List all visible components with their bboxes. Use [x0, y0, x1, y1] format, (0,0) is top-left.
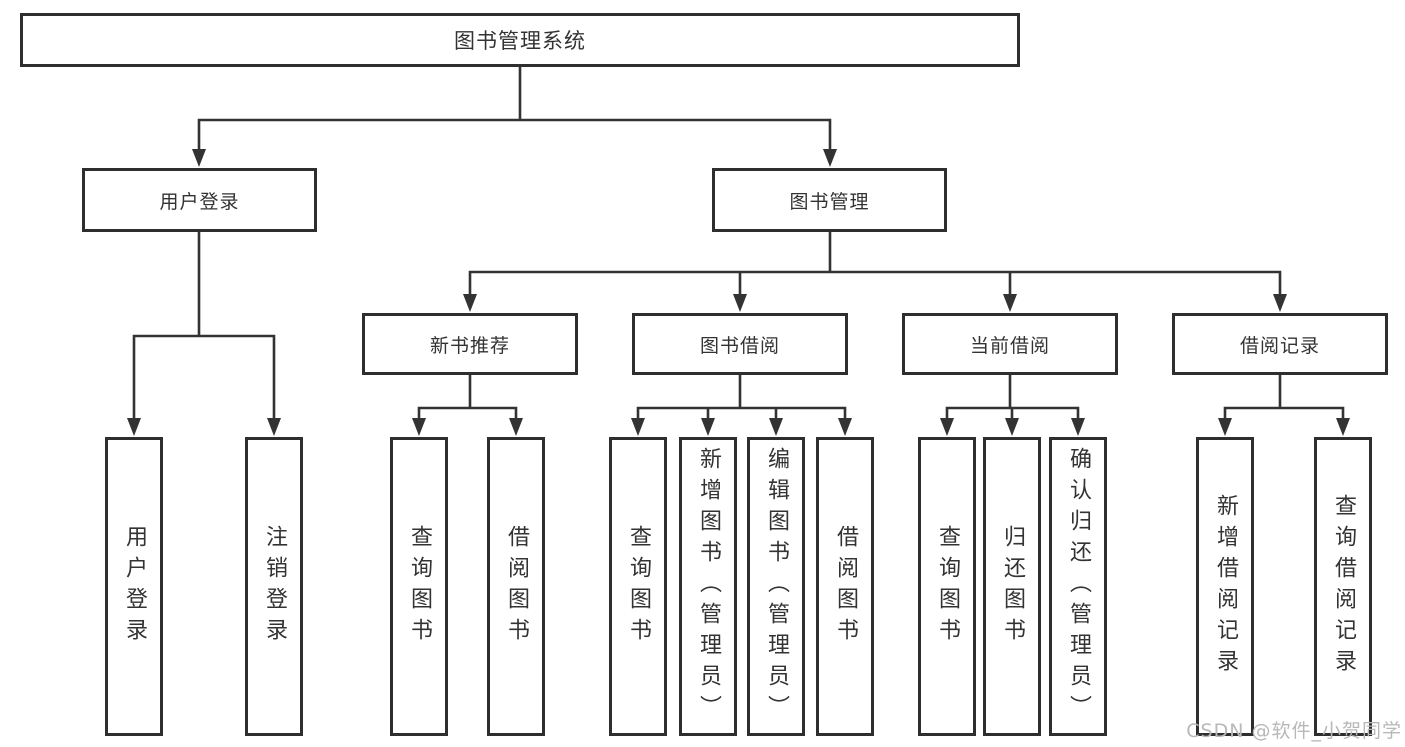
node-label: 图书管理 [789, 190, 870, 213]
node-new-book-recommendation: 新书推荐 [362, 313, 578, 375]
leaf-add-book-admin: 新增图书（管理员） [679, 437, 737, 736]
leaf-query-books-current: 查询图书 [918, 437, 976, 736]
node-label: 当前借阅 [969, 334, 1050, 357]
node-label: 注销登录 [262, 524, 287, 649]
node-borrowing-records: 借阅记录 [1172, 313, 1388, 375]
node-user-login: 用户登录 [82, 168, 317, 232]
node-label: 图书管理系统 [454, 29, 586, 53]
node-label: 新增借阅记录 [1213, 493, 1238, 680]
leaf-logout: 注销登录 [245, 437, 303, 736]
leaf-query-borrow-record: 查询借阅记录 [1314, 437, 1372, 736]
arrowhead-icons [127, 149, 1350, 436]
csdn-watermark: CSDN @软件_小贺同学 [1186, 720, 1402, 742]
node-label: 新增图书（管理员） [696, 447, 721, 726]
node-label: 查询图书 [935, 524, 960, 649]
leaf-borrow-books: 借阅图书 [816, 437, 874, 736]
node-label: 编辑图书（管理员） [764, 447, 789, 726]
node-label: 图书借阅 [699, 334, 780, 357]
node-label: 确认归还（管理员） [1066, 447, 1091, 726]
node-current-borrowing: 当前借阅 [902, 313, 1118, 375]
node-label: 查询借阅记录 [1331, 493, 1356, 680]
leaf-query-books-borrow: 查询图书 [609, 437, 667, 736]
leaf-query-books-recommend: 查询图书 [390, 437, 448, 736]
node-label: 新书推荐 [429, 334, 510, 357]
node-label: 查询图书 [626, 524, 651, 649]
node-label: 用户登录 [159, 190, 240, 213]
node-label: 用户登录 [122, 524, 147, 649]
leaf-edit-book-admin: 编辑图书（管理员） [747, 437, 805, 736]
node-label: 借阅图书 [504, 524, 529, 649]
node-label: 借阅记录 [1239, 334, 1320, 357]
leaf-add-borrow-record: 新增借阅记录 [1196, 437, 1254, 736]
leaf-user-login: 用户登录 [105, 437, 163, 736]
node-label: 借阅图书 [833, 524, 858, 649]
leaf-confirm-return-admin: 确认归还（管理员） [1049, 437, 1107, 736]
node-library-management-system: 图书管理系统 [20, 13, 1020, 67]
node-book-management: 图书管理 [712, 168, 947, 232]
node-label: 归还图书 [1000, 524, 1025, 649]
leaf-return-books: 归还图书 [983, 437, 1041, 736]
node-book-borrowing: 图书借阅 [632, 313, 848, 375]
node-label: 查询图书 [407, 524, 432, 649]
leaf-borrow-books-recommend: 借阅图书 [487, 437, 545, 736]
